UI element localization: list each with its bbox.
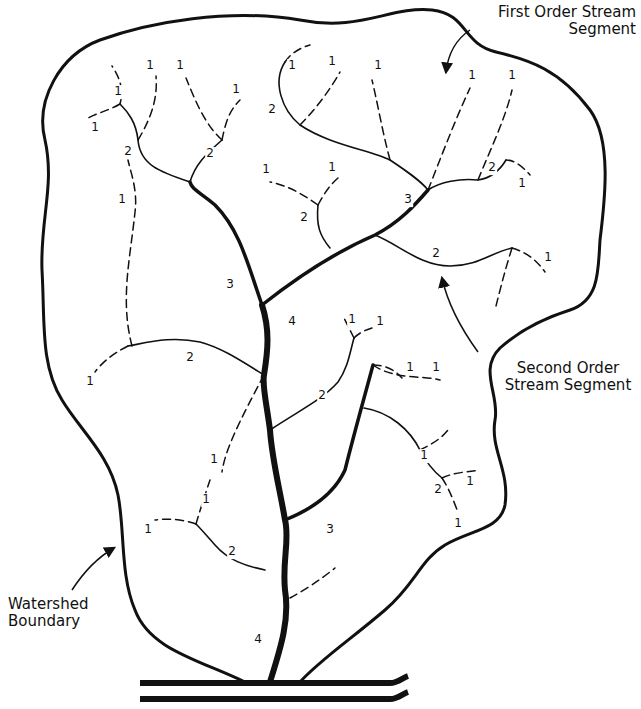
stream-order-number: 1 [261,163,271,177]
watershed-boundary [42,10,605,682]
callout-label: First Order Stream Segment [478,4,636,39]
stream-order-number: 1 [347,313,357,327]
callout-label: Watershed Boundary [8,596,118,631]
stream-order-number: 1 [507,69,517,83]
fourth-order-stream [262,305,287,682]
stream-order-number: 1 [209,453,219,467]
stream-order-number: 2 [433,483,443,497]
stream-order-number: 1 [145,59,155,73]
second-order-stream [120,62,512,570]
stream-order-number: 1 [453,517,463,531]
stream-order-number: 1 [113,85,123,99]
stream-order-number: 2 [123,145,133,159]
stream-order-number: 1 [467,69,477,83]
stream-order-number: 1 [143,523,153,537]
main-river [140,676,408,699]
stream-order-number: 2 [185,351,195,365]
stream-order-number: 1 [419,449,429,463]
stream-order-number: 2 [299,211,309,225]
stream-order-number: 2 [317,389,327,403]
stream-order-number: 1 [85,375,95,389]
stream-order-number: 4 [253,633,263,647]
stream-order-number: 1 [231,83,241,97]
callout-label: Second Order Stream Segment [500,360,636,395]
first-order-stream [88,45,545,598]
stream-order-number: 2 [267,103,277,117]
stream-order-number: 1 [465,475,475,489]
third-order-stream [190,182,428,520]
stream-order-number: 3 [403,193,413,207]
stream-order-number: 1 [373,59,383,73]
stream-order-number: 1 [375,315,385,329]
stream-order-number: 1 [431,361,441,375]
stream-order-number: 2 [205,147,215,161]
stream-order-number: 1 [175,59,185,73]
stream-order-number: 1 [117,193,127,207]
stream-order-number: 1 [201,493,211,507]
stream-order-number: 1 [327,161,337,175]
callout-arrow [72,30,478,590]
stream-order-number: 3 [225,278,235,292]
stream-order-number: 1 [90,121,100,135]
stream-order-number: 1 [327,55,337,69]
stream-order-number: 4 [287,315,297,329]
stream-order-number: 1 [405,361,415,375]
stream-order-number: 2 [227,545,237,559]
stream-order-number: 1 [287,59,297,73]
stream-order-number: 1 [517,177,527,191]
stream-order-number: 3 [325,523,335,537]
stream-order-number: 1 [543,251,553,265]
stream-order-number: 2 [431,247,441,261]
stream-order-number: 2 [487,161,497,175]
